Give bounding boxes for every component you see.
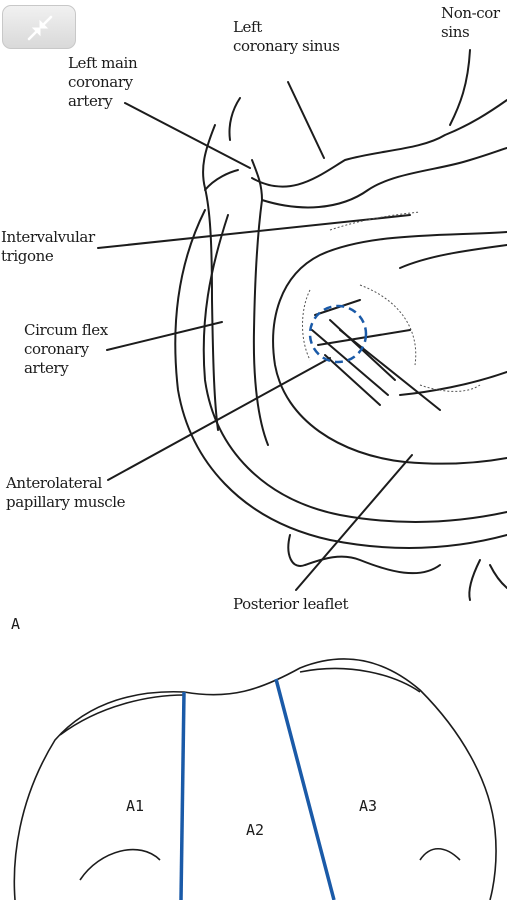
label-non-coronary-sinus: Non-cor sins — [441, 4, 500, 41]
leader-left-coronary-sinus — [287, 81, 325, 159]
leader-circumflex-artery — [106, 321, 223, 351]
label-intervalvular-trigone: Intervalvular trigone — [1, 228, 95, 265]
label-left-main-artery: Left main coronary artery — [68, 54, 138, 110]
leader-anterolateral-muscle — [107, 357, 331, 481]
segment-divider-a1-a2 — [179, 691, 186, 900]
annulus-ring-outer — [174, 209, 507, 550]
leader-posterior-leaflet — [295, 454, 413, 591]
segment-label-a2: A2 — [246, 821, 265, 839]
annulus-ring-middle — [202, 214, 507, 523]
sinus-outline-lower — [261, 147, 507, 209]
label-left-coronary-sinus: Left coronary sinus — [233, 18, 340, 55]
left-main-artery-outline-a — [202, 124, 219, 431]
collapse-button[interactable] — [2, 5, 76, 49]
collapse-arrows-icon — [27, 15, 53, 41]
sinus-outline-upper — [251, 99, 507, 188]
segment-label-a3: A3 — [359, 797, 378, 815]
anterior-leaflet-outline — [13, 658, 497, 900]
segment-divider-a2-a3 — [274, 678, 336, 900]
label-circumflex-artery: Circum flex coronary artery — [24, 321, 108, 377]
segment-label-a1: A1 — [126, 797, 145, 815]
panel-letter: A — [11, 615, 21, 633]
leader-non-coronary-sinus — [449, 49, 471, 126]
leader-intervalvular-trigone — [97, 214, 411, 249]
left-main-artery-outline-b — [251, 159, 269, 446]
label-anterolateral-muscle: Anterolateral papillary muscle — [6, 474, 126, 511]
valve-orifice — [272, 231, 507, 465]
leader-left-main-artery — [124, 102, 251, 169]
papillary-muscle-highlight — [308, 304, 368, 364]
label-posterior-leaflet: Posterior leaflet — [233, 595, 349, 613]
